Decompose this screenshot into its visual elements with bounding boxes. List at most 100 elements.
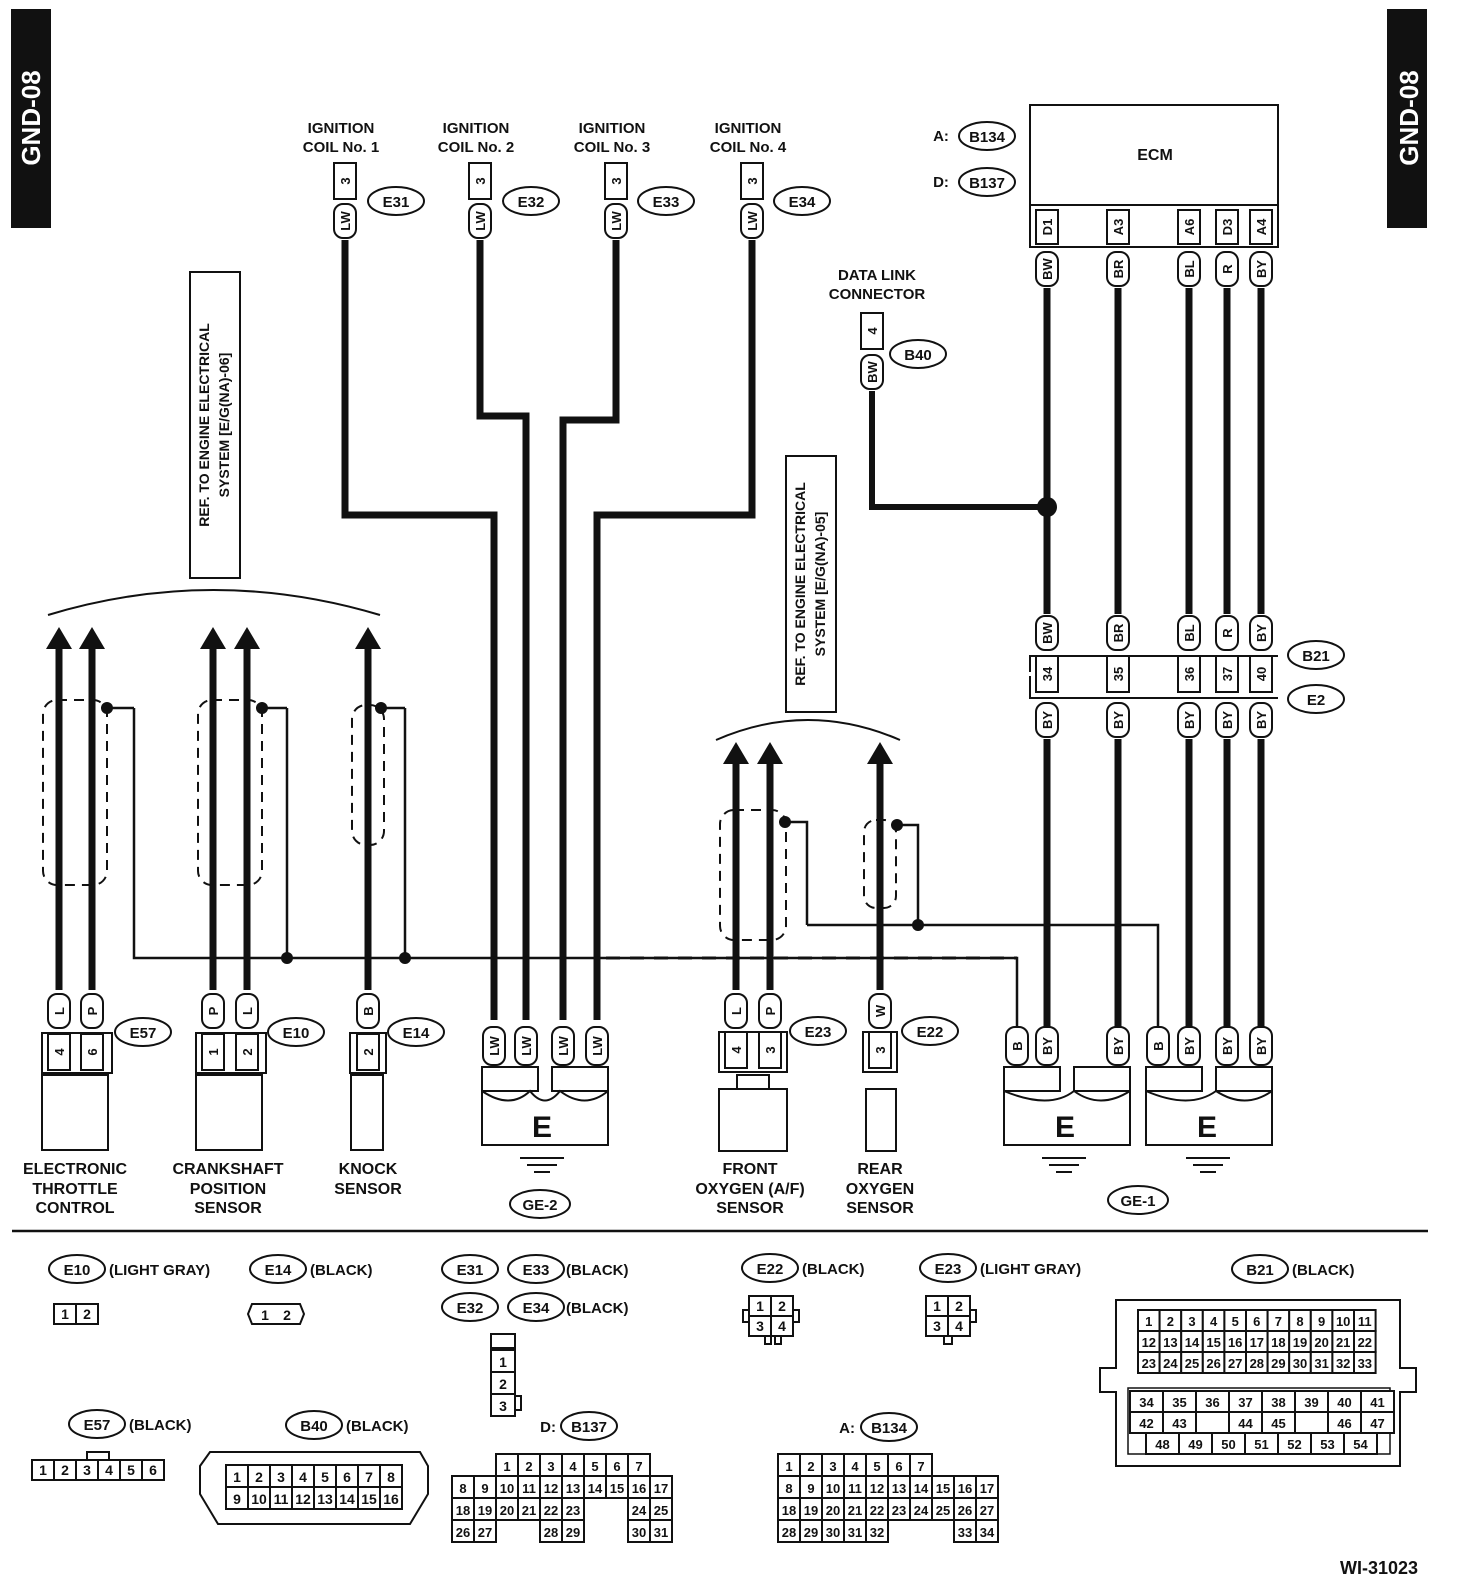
ge2-body [481,1088,609,1146]
coil-1-wire-label [333,203,357,239]
wire-coil-3 [559,240,620,1020]
legend-b134-0-5-label: 6 [895,1459,902,1474]
legend-coil-latch [514,1395,522,1411]
ecm-pin-a6-label: A6 [1182,219,1197,236]
jc-frame-bottom [1029,676,1278,699]
legend-b21-bot-3-label: 37 [1238,1395,1252,1410]
legend-b134-1-9-label: 17 [980,1481,994,1496]
coil-4-pin [740,162,764,200]
legend-b21-top-11-label: 12 [1142,1335,1156,1350]
ge2-wire-0-label: LW [487,1036,502,1056]
ge1-right-wire-3-label: BY [1254,1037,1269,1055]
legend-b21-bot-12-label: 45 [1271,1416,1285,1431]
knock-wire-0-label: B [361,1006,376,1015]
dlc-pin [860,312,884,350]
bracket-mid [715,719,901,741]
front_o2-name-1: FRONT [722,1161,777,1178]
legend-b21-bot-8-label: 42 [1139,1416,1153,1431]
jc-pin-34 [1035,655,1059,693]
etc-name-3: CONTROL [35,1200,114,1217]
legend-b21-id-label: B21 [1246,1262,1274,1279]
legend-coil-color-1: (BLACK) [566,1262,628,1279]
coil-1-title-1: IGNITION [308,120,375,137]
legend-b21-top-0-label: 1 [1145,1314,1152,1329]
legend-b134-1-4-label: 12 [870,1481,884,1496]
rear_o2-wire-0 [868,993,892,1029]
components [11,9,1427,1543]
connector-b134 [958,121,1016,151]
legend-b21-top-4-label: 5 [1232,1314,1239,1329]
connector-e10-label: E10 [283,1025,310,1042]
legend-b21-top-25-label: 26 [1206,1356,1220,1371]
ecm-wire-d1-mid-label: BW [1040,621,1055,643]
shield-drain-dot-1 [256,702,268,714]
legend-b137-2-1-label: 19 [478,1503,492,1518]
legend-b21-bot-18-label: 50 [1221,1437,1235,1452]
arrow-front_o2-1 [757,742,783,764]
legend-b21-top-31-label: 32 [1336,1356,1350,1371]
rear_o2-name-2: OXYGEN [846,1181,914,1198]
legend-b134-id [860,1412,918,1442]
ecm-pin-a3 [1106,209,1130,245]
ge1-left-wire-2-label: BY [1111,1037,1126,1055]
ge1-left-wire-0 [1005,1026,1029,1066]
shield-junction-knock [399,952,411,964]
ecm-wire-a4-upper-label: BY [1254,260,1269,278]
side-tab-right [1387,9,1427,228]
legend-e57-id-label: E57 [84,1417,111,1434]
coil-2-wire-label-label: LW [473,211,488,231]
legend-b134-3-8-label: 33 [958,1525,972,1540]
legend-b134-3-0-label: 28 [782,1525,796,1540]
ecm-pin-d3-label: D3 [1220,219,1235,236]
legend-e14-id [249,1254,307,1284]
coil-4-wire-label [740,203,764,239]
ge2-wire-3 [585,1026,609,1066]
legend-e23-id-label: E23 [935,1261,962,1278]
legend-b137-1-1-label: 9 [481,1481,488,1496]
connector-e23 [789,1016,847,1046]
knock-connector-frame [349,1032,387,1074]
rear_o2-name-3: SENSOR [846,1200,914,1217]
jc-pin-40 [1249,655,1273,693]
legend-b134-3-4 [865,1519,889,1543]
legend-b137-2-3-label: 21 [522,1503,536,1518]
coil-4-title-1: IGNITION [715,120,782,137]
etc-pin-0-label: 4 [52,1048,67,1056]
ground-ge1 [1107,1185,1169,1215]
legend-b137-2-2-label: 20 [500,1503,514,1518]
legend-b137-0-3-label: 3 [547,1459,554,1474]
etc-wire-1-label: P [85,1006,100,1015]
shield-drain-front-wire [785,820,809,925]
legend-b21-bot-22-label: 54 [1353,1437,1368,1452]
legend-b21-top-20-label: 21 [1336,1335,1350,1350]
ge1-right-wire-0 [1146,1026,1170,1066]
etc-pin-1-label: 6 [85,1048,100,1055]
legend-e57-pins-cell-2-label: 3 [83,1462,91,1478]
ge2-wire-1 [514,1026,538,1066]
ecm-pin-a3-label: A3 [1111,219,1126,236]
connector-e23-label: E23 [805,1024,832,1041]
ge1-left-wire-2 [1106,1026,1130,1066]
legend-e57-pins-cell-5 [141,1459,165,1481]
front_o2-name-2: OXYGEN (A/F) [695,1181,804,1198]
side-tab-right-label: GND-08 [1394,70,1424,165]
shield-drain-front [779,816,791,828]
coil-4-wire-label-label: LW [745,211,760,231]
legend-e57-tab [86,1451,110,1461]
legend-b21-top-29-label: 30 [1293,1356,1307,1371]
legend-b21-top-12-label: 13 [1163,1335,1177,1350]
coil-4-pin-label: 3 [745,177,760,184]
legend-b21-top-23-label: 24 [1163,1356,1178,1371]
crank-pin-0-label: 1 [206,1048,221,1055]
coil-3-pin [604,162,628,200]
legend-b137-3-1-label: 27 [478,1525,492,1540]
legend-b137-2-0-label: 18 [456,1503,470,1518]
arrow-etc-0 [46,627,72,649]
legend-e33-id [507,1254,565,1284]
knock-name-1: KNOCK [339,1161,398,1178]
legend-b134-id-label: B134 [871,1420,908,1437]
legend-b134-3-9 [975,1519,999,1543]
legend-b134-0-6-label: 7 [917,1459,924,1474]
coil-1-wire-label-label: LW [338,211,353,231]
legend-b134-1-3-label: 11 [848,1481,862,1496]
